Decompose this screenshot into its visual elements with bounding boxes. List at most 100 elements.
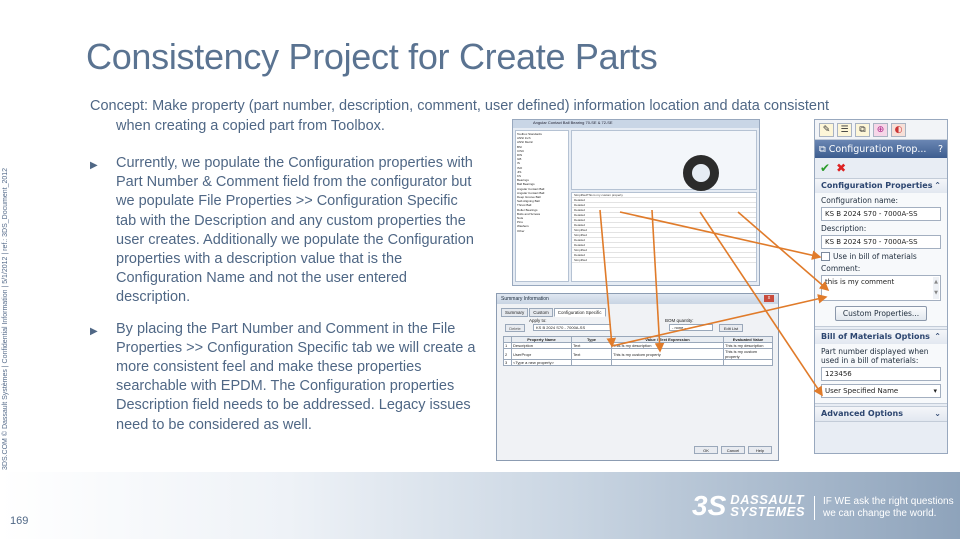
tree-item[interactable]: Ball Bearings <box>517 182 535 187</box>
scrollbar[interactable]: ▲▼ <box>933 277 939 299</box>
tree-item[interactable]: GB <box>517 157 522 162</box>
type-cell[interactable]: Text <box>571 348 612 360</box>
ok-cancel-row: ✔ ✖ <box>815 158 947 176</box>
property-name-cell[interactable]: UserPropr <box>511 348 572 360</box>
section-body: Part number displayed when used in a bil… <box>815 344 947 403</box>
tree-item[interactable]: Self-Aligning Ball <box>517 199 540 204</box>
display-manager-icon[interactable]: ◐ <box>891 123 906 137</box>
tree-item[interactable]: ISO <box>517 165 523 170</box>
part-number-label: Part number displayed when used in a bil… <box>821 347 929 365</box>
tree-item[interactable]: JIS <box>517 169 522 174</box>
type-cell[interactable] <box>571 359 612 366</box>
tagline-line-1: IF WE ask the right questions <box>823 496 954 507</box>
section-header[interactable]: Advanced Options ⌄ <box>815 407 947 421</box>
concept-line-1: Concept: Make property (part number, des… <box>90 98 830 114</box>
configuration-icon: ⧉ <box>819 143 826 155</box>
dassault-logo: 3S DASSAULT SYSTEMES <box>692 490 805 522</box>
grid-row[interactable]: Simplified <box>572 258 756 263</box>
tree-item[interactable]: Roller Bearings <box>517 207 538 212</box>
collapse-chevron-icon[interactable]: ⌃ <box>934 181 941 190</box>
property-manager-title: Configuration Prop... <box>828 143 927 155</box>
tree-item[interactable]: Other <box>517 228 525 233</box>
part-number-source-select[interactable]: User Specified Name ▾ <box>821 384 941 398</box>
grid-row[interactable]: SimplifiedThis is my custom property <box>572 193 756 198</box>
dialog-titlebar: Summary Information x <box>497 294 778 304</box>
table-row[interactable]: 2 UserPropr Text This is my custom prope… <box>503 348 773 360</box>
bullet-list: ▶ Currently, we populate the Configurati… <box>90 154 480 447</box>
section-body: Configuration name: KS B 2024 S70 - 7000… <box>815 193 947 326</box>
confidential-note: 3DS.COM © Dassault Systèmes | Confidenti… <box>2 167 9 470</box>
tree-item[interactable]: IS <box>517 161 520 166</box>
expand-chevron-icon[interactable]: ⌄ <box>934 409 941 418</box>
grid-row[interactable]: Detailed <box>572 203 756 208</box>
concept-text: Concept: Make property (part number, des… <box>90 96 890 136</box>
tree-item[interactable]: Toolbox Standards <box>517 132 542 136</box>
tree-item[interactable]: ANSI Metric <box>517 140 534 145</box>
help-button[interactable]: Help <box>748 446 772 454</box>
comment-field[interactable]: this is my comment ▲▼ <box>821 275 941 301</box>
3ds-logo-icon: 3S <box>692 490 727 521</box>
logo-line-1: DASSAULT <box>730 492 805 507</box>
grid-row[interactable]: Detailed <box>572 198 756 203</box>
dialog-buttons: OK Cancel Help <box>694 446 772 454</box>
use-in-bom-label: Use in bill of materials <box>833 252 917 261</box>
property-manager-panel: ✎ ☰ ⧉ ⊕ ◐ ⧉ Configuration Prop... ? ✔ ✖ … <box>814 119 948 454</box>
property-manager-icon[interactable]: ☰ <box>837 123 852 137</box>
tree-item[interactable]: Angular Contact Ball <box>517 186 545 191</box>
collapse-chevron-icon[interactable]: ⌃ <box>934 332 941 341</box>
tree-item[interactable]: Bolts and Screws <box>517 211 541 216</box>
tree-item[interactable]: Thrust Ball <box>517 203 532 208</box>
value-cell[interactable]: This is my custom property <box>611 348 724 360</box>
description-field[interactable]: KS B 2024 S70 - 7000A-SS <box>821 235 941 249</box>
tree-item[interactable]: Bearings <box>517 178 529 183</box>
help-icon[interactable]: ? <box>937 143 943 155</box>
part-number-field[interactable]: 123456 <box>821 367 941 381</box>
section-header[interactable]: Bill of Materials Options ⌃ <box>815 330 947 344</box>
delete-button[interactable]: Delete <box>505 324 525 332</box>
ok-button[interactable]: OK <box>694 446 718 454</box>
tab-configuration-specific[interactable]: Configuration Specific <box>553 308 606 317</box>
advanced-options-section: Advanced Options ⌄ <box>815 406 947 422</box>
table-row[interactable]: 3 <Type a new property> <box>503 359 773 366</box>
ok-check-icon[interactable]: ✔ <box>820 161 831 175</box>
value-cell[interactable] <box>611 359 724 366</box>
tree-item[interactable]: BSI <box>517 144 522 149</box>
dialog-title: Summary Information <box>501 296 549 302</box>
bearing-preview-image <box>683 155 719 191</box>
edit-list-button[interactable]: Edit List <box>719 324 743 332</box>
comment-label: Comment: <box>821 264 861 273</box>
description-label: Description: <box>821 224 867 233</box>
section-header[interactable]: Configuration Properties ⌃ <box>815 179 947 193</box>
tree-item[interactable]: Pins <box>517 220 523 225</box>
configuration-manager-icon[interactable]: ⧉ <box>855 123 870 137</box>
use-in-bom-checkbox[interactable] <box>821 252 830 261</box>
tree-item[interactable]: ANSI Inch <box>517 136 531 141</box>
section-title: Configuration Properties <box>821 181 933 190</box>
tree-item[interactable]: Washers <box>517 224 529 229</box>
tree-item[interactable]: Nuts <box>517 216 524 221</box>
bom-quantity-select[interactable]: - none - <box>669 324 713 331</box>
tab-summary[interactable]: Summary <box>501 308 529 317</box>
use-in-bom-row: Use in bill of materials <box>821 252 941 261</box>
property-name-cell[interactable]: <Type a new property> <box>511 359 572 366</box>
part-number-source-value: User Specified Name <box>825 387 899 395</box>
tree-item[interactable]: Deep Groove Ball <box>517 195 541 200</box>
dim-xpert-icon[interactable]: ⊕ <box>873 123 888 137</box>
tab-custom[interactable]: Custom <box>529 308 553 317</box>
cancel-button[interactable]: Cancel <box>721 446 745 454</box>
section-title: Advanced Options <box>821 409 903 418</box>
tree-item[interactable]: KS <box>517 174 522 179</box>
tree-item[interactable]: CISC <box>517 148 525 153</box>
feature-manager-icon[interactable]: ✎ <box>819 123 834 137</box>
custom-properties-button[interactable]: Custom Properties... <box>835 306 927 321</box>
configuration-name-field[interactable]: KS B 2024 S70 - 7000A-SS <box>821 207 941 221</box>
dropdown-arrow-icon: ▾ <box>933 387 937 395</box>
close-icon[interactable]: x <box>764 295 774 302</box>
comment-value: this is my comment <box>825 278 895 286</box>
apply-to-select[interactable]: KS B 2024 S70 - 7000A-SS <box>533 324 611 331</box>
tree-item[interactable]: DIN <box>517 153 523 158</box>
tree-item[interactable]: Angular Contact Ball <box>517 190 545 195</box>
cancel-x-icon[interactable]: ✖ <box>836 161 847 175</box>
